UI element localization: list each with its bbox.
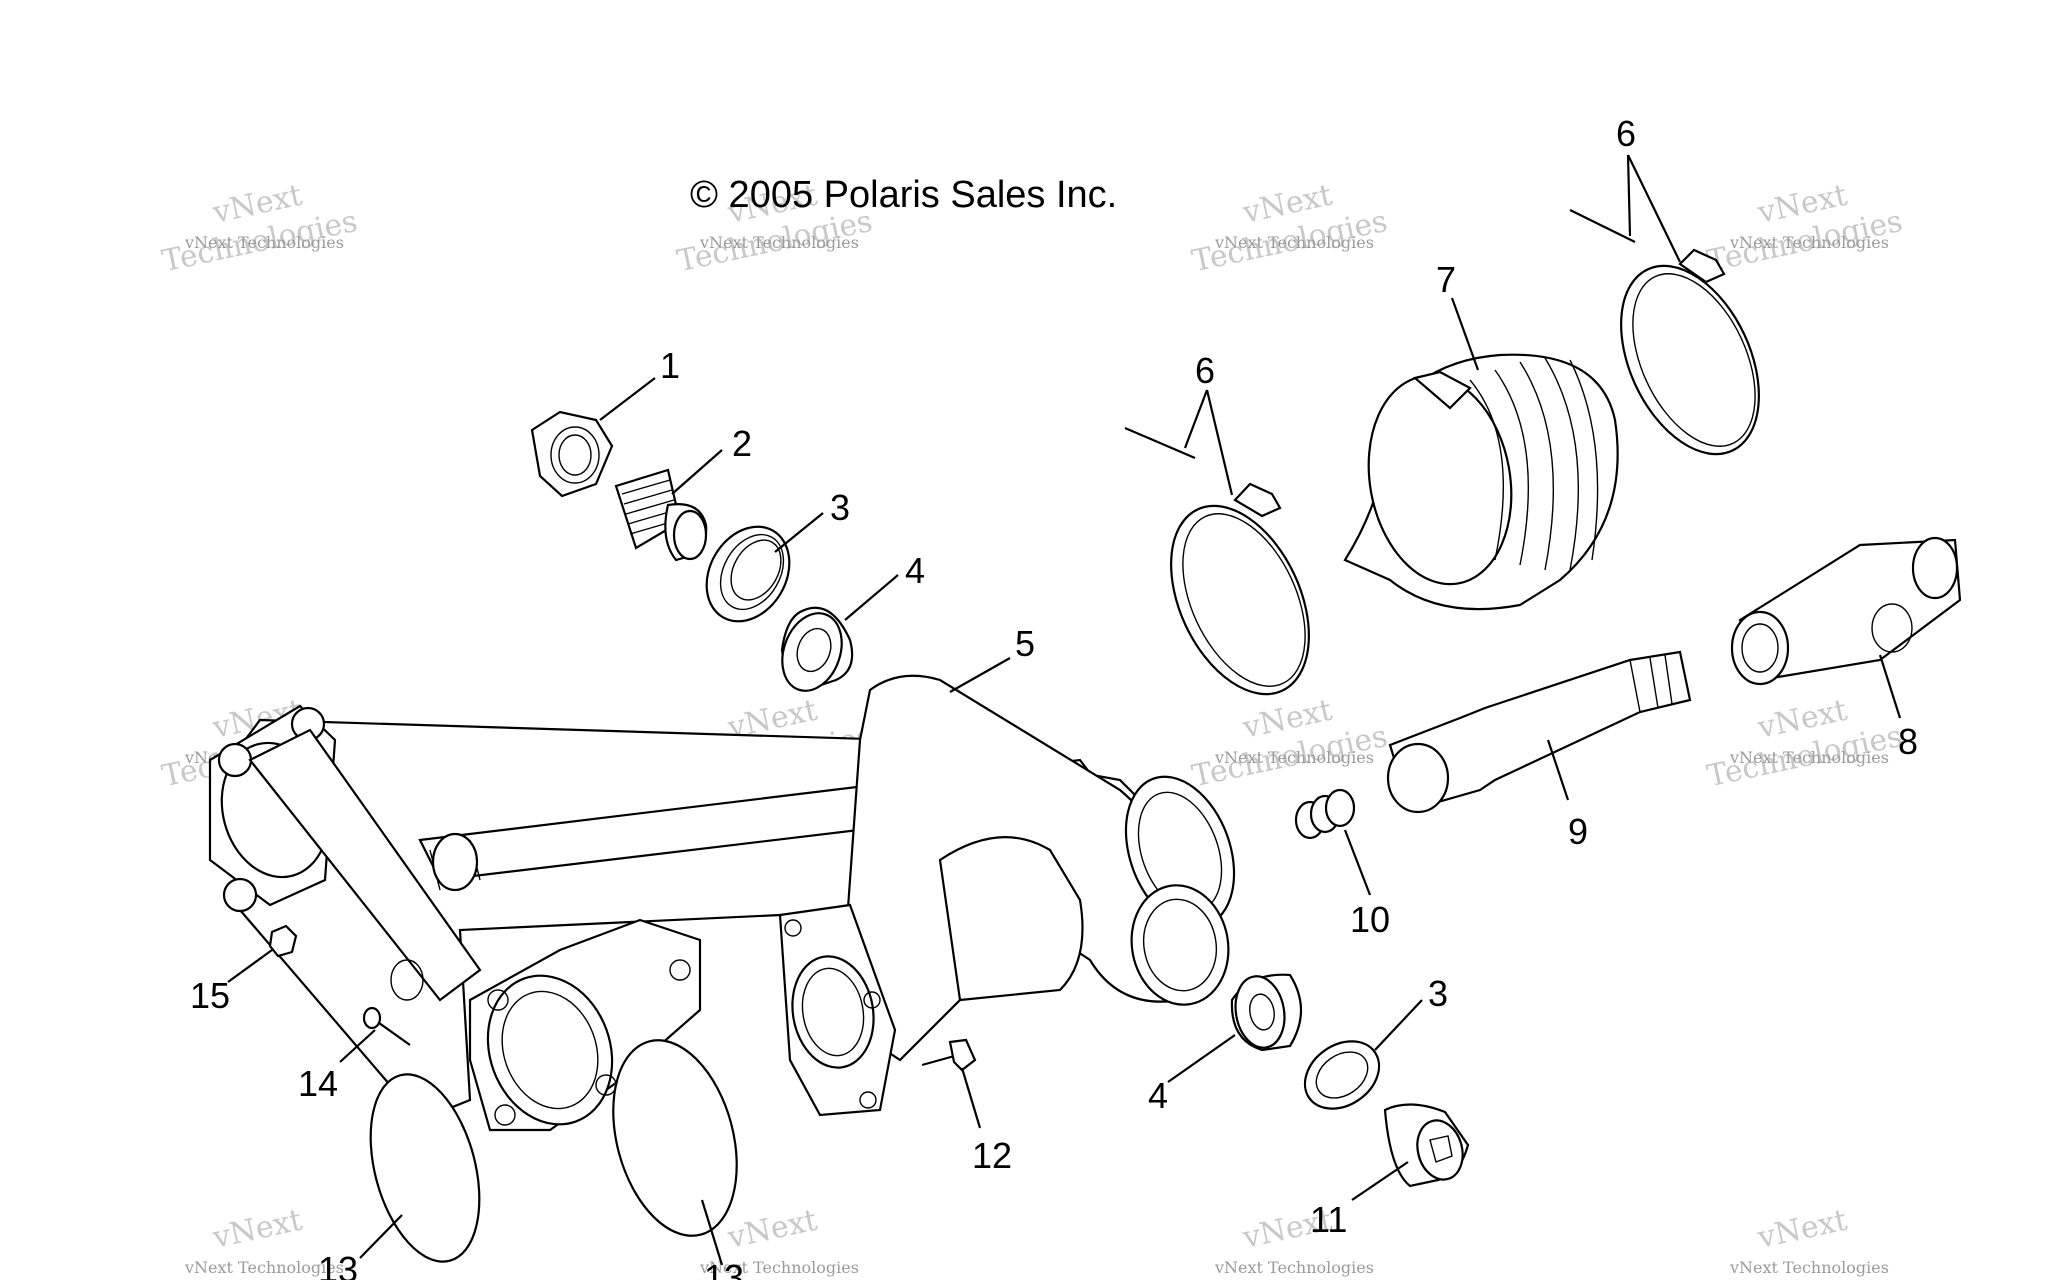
part-bearing-lower xyxy=(1230,973,1302,1052)
callout-3-upper: 3 xyxy=(830,487,850,528)
svg-text:vNext Technologies: vNext Technologies xyxy=(1729,233,1889,252)
callout-5: 5 xyxy=(1015,623,1035,664)
leader-6-right-a xyxy=(1626,154,1632,237)
callout-7: 7 xyxy=(1436,259,1456,300)
watermark-8: vNext Technologies vNext Technologies xyxy=(1704,693,1905,795)
callout-12: 12 xyxy=(972,1135,1012,1176)
callout-14: 14 xyxy=(298,1063,338,1104)
part-bolt-small xyxy=(362,1006,411,1046)
leader-8 xyxy=(1878,654,1902,719)
watermark-12: vNext vNext Technologies xyxy=(1729,1203,1889,1277)
leader-5 xyxy=(949,657,1011,693)
leader-13-right xyxy=(700,1199,724,1266)
callout-3-lower: 3 xyxy=(1428,973,1448,1014)
watermark-3: vNext Technologies vNext Technologies xyxy=(1189,178,1390,280)
part-clamp-left xyxy=(1124,426,1310,696)
callout-13-right: 13 xyxy=(704,1257,744,1280)
leader-lines xyxy=(227,154,1902,1266)
part-o-ring-left xyxy=(369,1073,481,1263)
leader-6-right-b xyxy=(1627,154,1681,263)
svg-text:vNext Technologies: vNext Technologies xyxy=(184,1258,344,1277)
leader-3-upper xyxy=(774,512,824,553)
leader-3-lower xyxy=(1374,999,1423,1051)
part-drive-shaft xyxy=(1386,650,1692,814)
leader-2 xyxy=(671,449,723,495)
svg-text:vNext Technologies: vNext Technologies xyxy=(1214,233,1374,252)
leader-10 xyxy=(1343,829,1372,896)
part-u-joint-yoke xyxy=(1730,536,1962,686)
callout-labels: 1 2 3 4 5 6 6 7 8 9 10 3 4 11 12 13 13 1… xyxy=(190,113,1918,1280)
callout-4-lower: 4 xyxy=(1148,1075,1168,1116)
part-boot xyxy=(1343,353,1619,611)
callout-15: 15 xyxy=(190,975,230,1016)
part-seal-lower xyxy=(1303,1040,1381,1110)
part-hex-nut xyxy=(530,410,614,498)
copyright-notice: © 2005 Polaris Sales Inc. xyxy=(690,174,1117,216)
part-clamp-right xyxy=(1569,209,1760,456)
leader-13-left xyxy=(359,1214,403,1259)
part-threaded-pivot-bolt xyxy=(614,468,708,562)
leader-7 xyxy=(1450,297,1480,371)
svg-text:vNext Technologies: vNext Technologies xyxy=(1214,748,1374,767)
svg-text:vNext: vNext xyxy=(209,1203,305,1256)
leader-6-left-b xyxy=(1205,389,1234,496)
svg-text:vNext Technologies: vNext Technologies xyxy=(184,233,344,252)
part-nut xyxy=(268,924,298,958)
part-spring xyxy=(1294,788,1356,840)
part-bolt xyxy=(921,1038,977,1072)
leader-9 xyxy=(1546,739,1570,801)
leader-14 xyxy=(339,1029,376,1063)
svg-text:vNext Technologies: vNext Technologies xyxy=(699,1258,859,1277)
leader-11 xyxy=(1351,1161,1409,1201)
callout-9: 9 xyxy=(1568,811,1588,852)
svg-text:vNext: vNext xyxy=(1754,1203,1850,1256)
leader-1 xyxy=(599,377,656,421)
watermark-4: vNext Technologies vNext Technologies xyxy=(1704,178,1905,280)
leader-4-upper xyxy=(844,574,899,621)
part-bearing-upper xyxy=(780,606,854,692)
part-seal-upper xyxy=(705,525,791,623)
callout-13-left: 13 xyxy=(318,1249,358,1280)
svg-text:vNext Technologies: vNext Technologies xyxy=(1214,1258,1374,1277)
leader-15 xyxy=(227,949,273,983)
callout-10: 10 xyxy=(1350,899,1390,940)
watermark-1: vNext Technologies vNext Technologies xyxy=(159,178,360,280)
leader-4-lower xyxy=(1167,1034,1236,1083)
callout-1: 1 xyxy=(660,345,680,386)
leader-6-left-a xyxy=(1183,389,1209,449)
svg-text:vNext: vNext xyxy=(724,1203,820,1256)
part-swing-arm xyxy=(208,674,1236,1132)
callout-4-upper: 4 xyxy=(905,550,925,591)
callout-6-left: 6 xyxy=(1195,350,1215,391)
leader-12 xyxy=(960,1067,982,1129)
svg-text:vNext Technologies: vNext Technologies xyxy=(1729,1258,1889,1277)
callout-8: 8 xyxy=(1898,721,1918,762)
callout-11: 11 xyxy=(1310,1199,1347,1240)
callout-6-right: 6 xyxy=(1616,113,1636,154)
svg-text:vNext Technologies: vNext Technologies xyxy=(699,233,859,252)
callout-2: 2 xyxy=(732,423,752,464)
watermark-7: vNext Technologies vNext Technologies xyxy=(1189,693,1390,795)
watermark-11: vNext vNext Technologies xyxy=(1214,1203,1374,1277)
part-drain-plug xyxy=(1383,1103,1470,1188)
part-o-ring-right xyxy=(612,1039,738,1237)
svg-text:vNext Technologies: vNext Technologies xyxy=(1729,748,1889,767)
